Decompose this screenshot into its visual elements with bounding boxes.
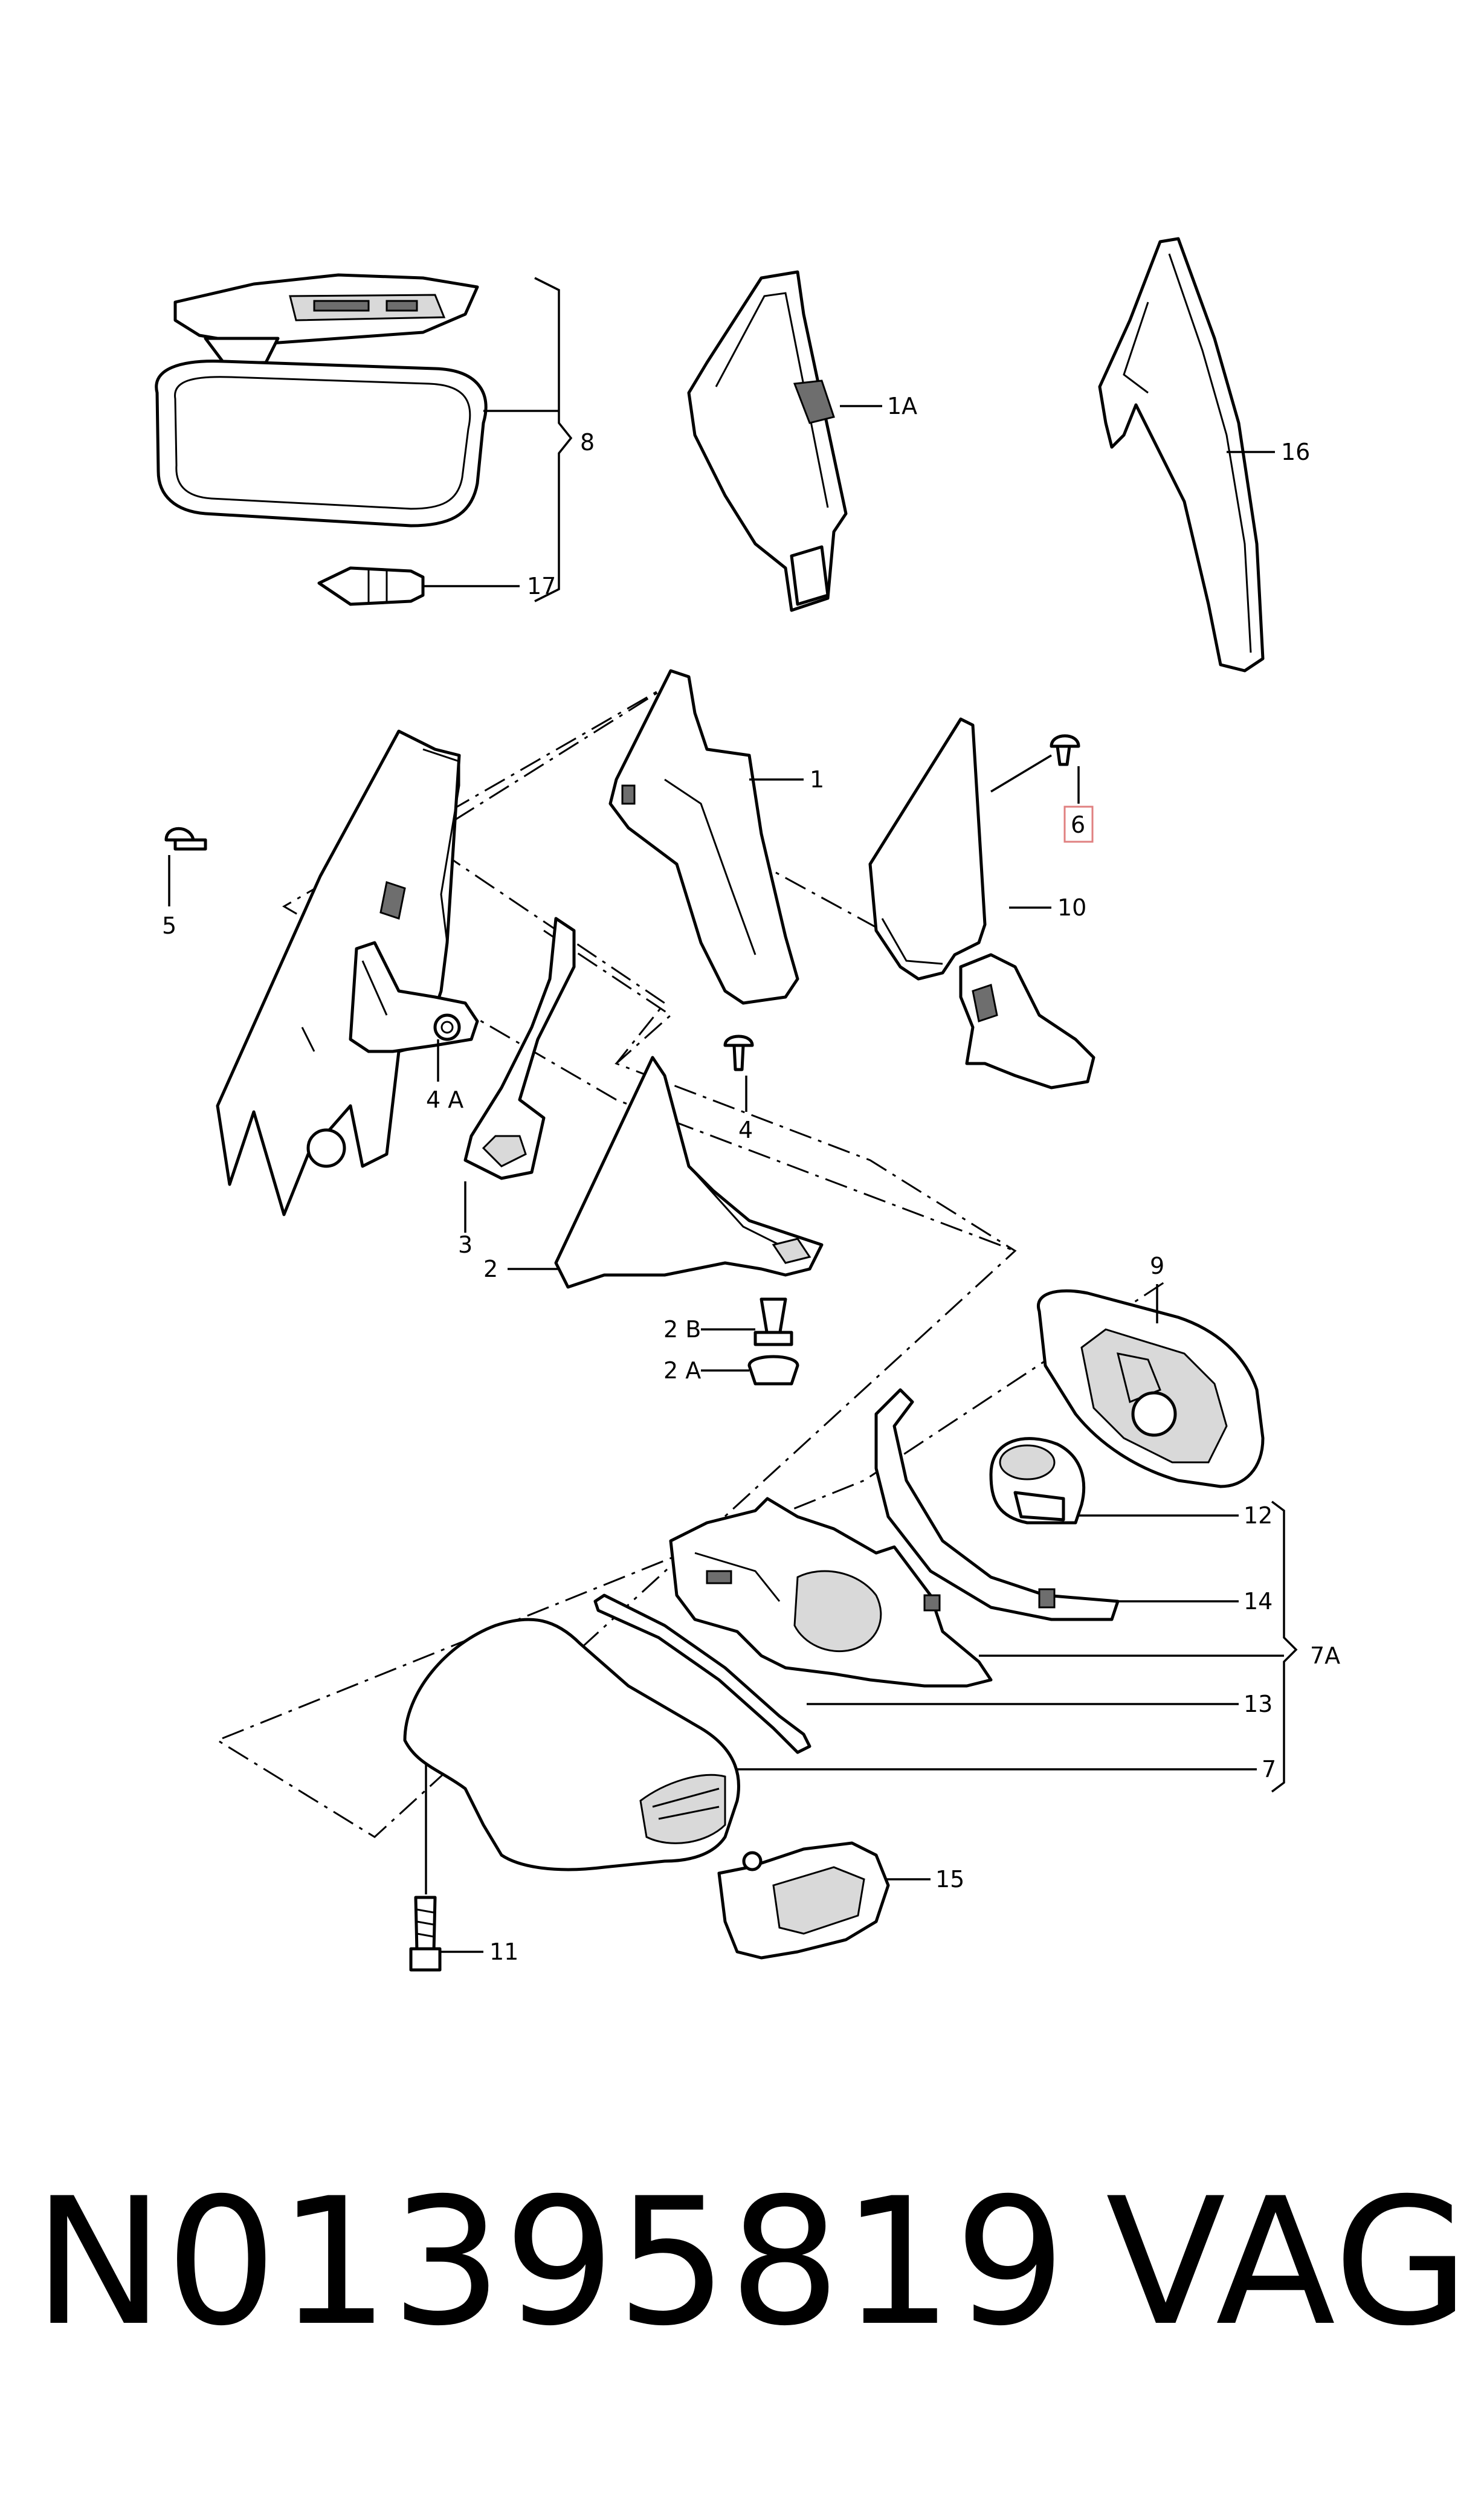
- label-3: 3: [458, 1232, 473, 1258]
- part-14-strip: [874, 1388, 1120, 1621]
- leader-lines: [168, 277, 1298, 1953]
- part-1-cover: [608, 669, 799, 1005]
- part-9-mirror-glass: [1037, 1289, 1265, 1488]
- label-2: 2: [483, 1256, 498, 1282]
- label-9: 9: [1150, 1253, 1164, 1279]
- part-labels: 8 17 1A 16 1 6 10 5 4 A 4 3 2 2 B 2 A 9 …: [162, 393, 1340, 1965]
- label-10: 10: [1057, 894, 1086, 921]
- label-13: 13: [1244, 1691, 1273, 1717]
- exploded-parts-diagram: 8 17 1A 16 1 6 10 5 4 A 4 3 2 2 B 2 A 9 …: [155, 237, 1340, 1972]
- part-4a-bracket: [349, 941, 479, 1053]
- part-15-indicator: [717, 1841, 890, 1960]
- part-16-seal: [1098, 237, 1265, 673]
- part-12-motor: [989, 1437, 1086, 1525]
- part-17-bulb: [317, 566, 425, 606]
- highlight-box-6: [1063, 805, 1094, 843]
- label-4: 4: [738, 1117, 753, 1143]
- label-2a: 2 A: [663, 1357, 701, 1384]
- label-11: 11: [489, 1939, 518, 1965]
- part-13-gasket: [593, 1593, 811, 1754]
- part-7-mirror-cap: [403, 1618, 740, 1871]
- assembly-outlines: [215, 676, 1167, 1838]
- label-16: 16: [1281, 439, 1310, 465]
- brand-name: VAG: [1106, 2161, 1471, 2365]
- part-8-interior-mirror: [155, 273, 488, 528]
- label-7: 7: [1262, 1756, 1276, 1783]
- label-4a: 4 A: [426, 1086, 463, 1113]
- fasteners: [164, 734, 1080, 1972]
- label-6: 6: [1071, 812, 1085, 838]
- label-2b: 2 B: [663, 1316, 701, 1343]
- label-1: 1: [810, 766, 824, 793]
- part-1a-trim: [687, 270, 848, 612]
- part-number: N01395819: [33, 2161, 1067, 2365]
- label-12: 12: [1244, 1502, 1273, 1529]
- label-5: 5: [162, 912, 176, 939]
- label-8: 8: [580, 429, 595, 456]
- part-door-trim: [216, 729, 461, 1216]
- label-17: 17: [527, 573, 556, 599]
- label-15: 15: [935, 1866, 964, 1893]
- label-1a: 1A: [887, 393, 917, 419]
- part-3-bracket: [463, 917, 576, 1180]
- part-10-sail: [868, 717, 1095, 1090]
- label-14: 14: [1244, 1588, 1273, 1615]
- part-7a-housing-frame: [669, 1497, 993, 1688]
- part-2-panel: [554, 1056, 824, 1289]
- label-7a: 7A: [1310, 1642, 1340, 1669]
